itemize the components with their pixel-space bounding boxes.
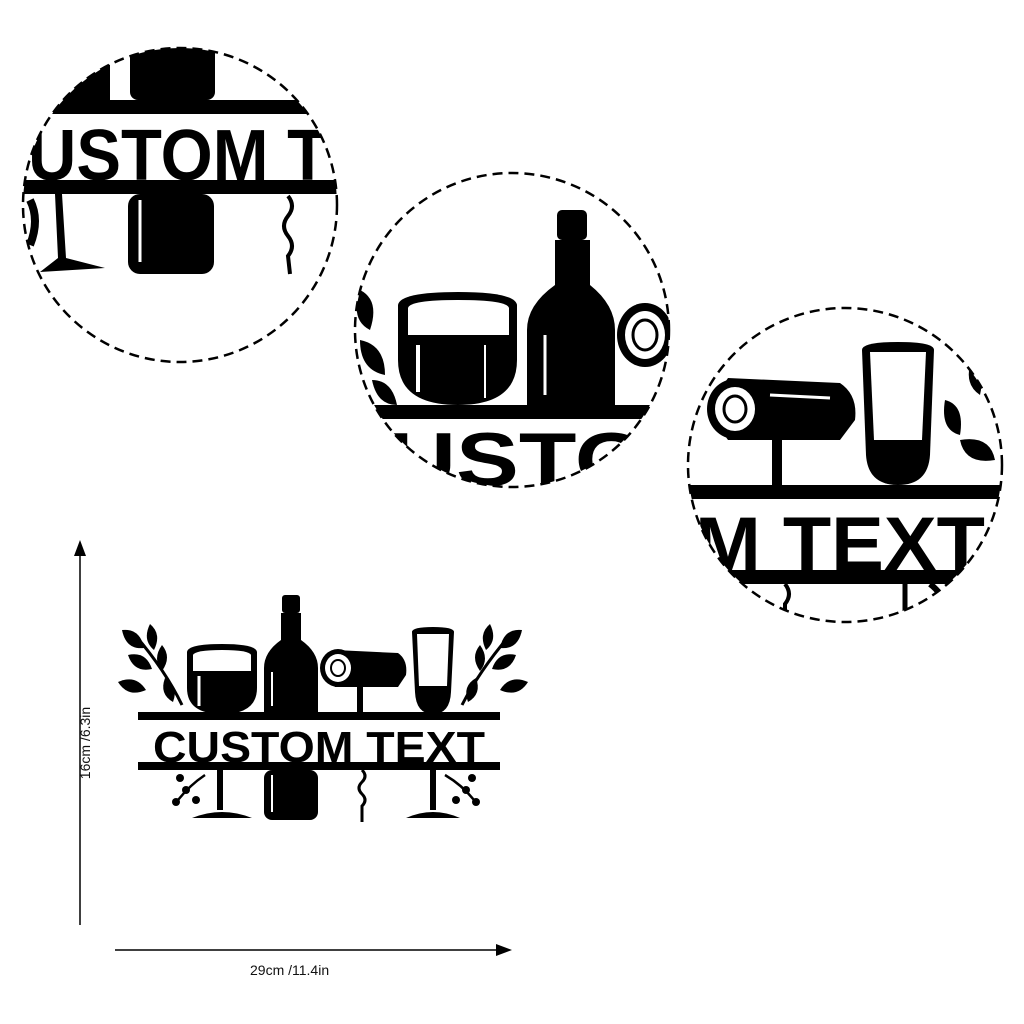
height-dimension-arrow bbox=[74, 540, 86, 925]
bottle-base bbox=[264, 770, 318, 820]
wine-bottle bbox=[264, 595, 318, 714]
tall-glass-stem bbox=[406, 770, 460, 818]
zoom-view-1: USTOM T bbox=[21, 46, 339, 364]
berry-sprig-left bbox=[172, 773, 206, 806]
corkscrew-spiral bbox=[357, 768, 367, 822]
width-label: 29cm /11.4in bbox=[250, 962, 330, 978]
cork bbox=[320, 649, 407, 714]
zoom-2-text: USTO bbox=[388, 418, 648, 503]
zoom-view-2: USTO bbox=[353, 171, 671, 503]
wine-sign: CUSTOM TEXT bbox=[118, 595, 528, 822]
sign-bottom-bar bbox=[138, 762, 500, 770]
berry-sprig-right bbox=[444, 773, 480, 806]
zoom-view-3: M TEXT bbox=[686, 306, 1004, 624]
leaf-branch-right bbox=[460, 624, 528, 706]
width-dimension-arrow bbox=[115, 944, 512, 956]
leaf-branch-left bbox=[118, 624, 184, 706]
wine-glass bbox=[187, 644, 257, 714]
height-label: 16cm /6.3in bbox=[77, 706, 93, 780]
glass-stem bbox=[192, 770, 252, 818]
tall-glass bbox=[412, 627, 454, 714]
sign-top-bar bbox=[138, 712, 500, 720]
